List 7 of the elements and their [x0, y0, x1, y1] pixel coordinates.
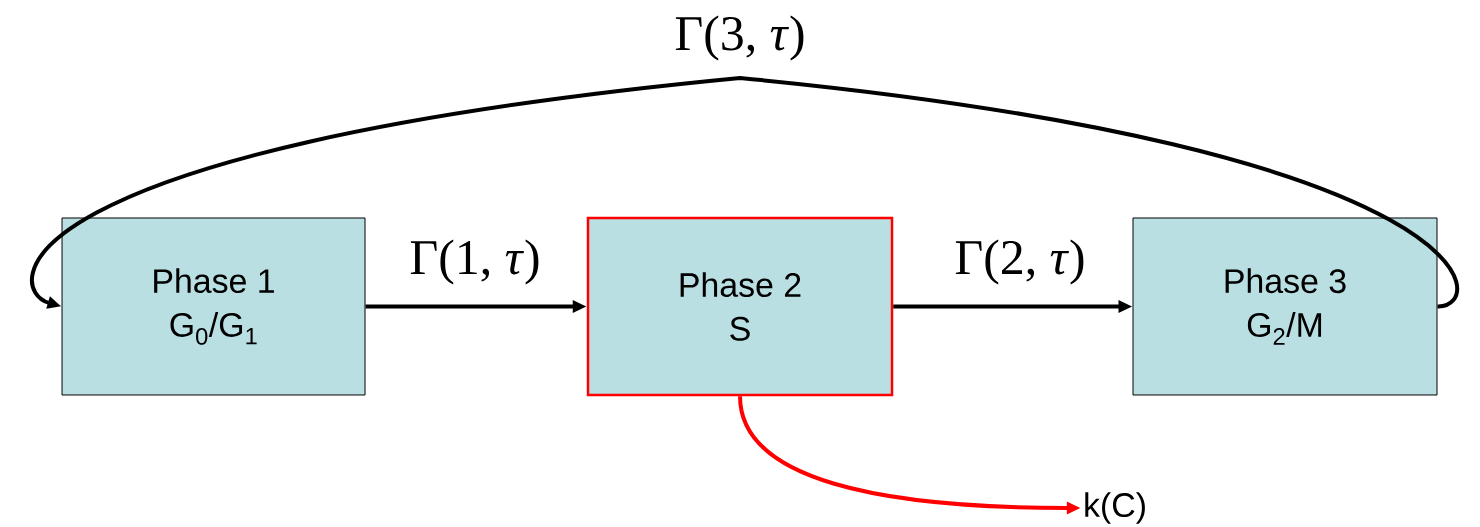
edge-label: Γ(2, τ)	[953, 238, 1087, 286]
phase-box: Phase 2 S	[586, 216, 894, 397]
phase-box: Phase 3 G$_{2}$/M	[1132, 217, 1438, 396]
output-label: k(C)	[1085, 492, 1145, 524]
edge-label: Γ(3, τ)	[673, 14, 807, 62]
phase-box: Phase 1 G$_{0}$/G$_{1}$	[61, 217, 366, 396]
edge-label: Γ(1, τ)	[408, 238, 542, 286]
